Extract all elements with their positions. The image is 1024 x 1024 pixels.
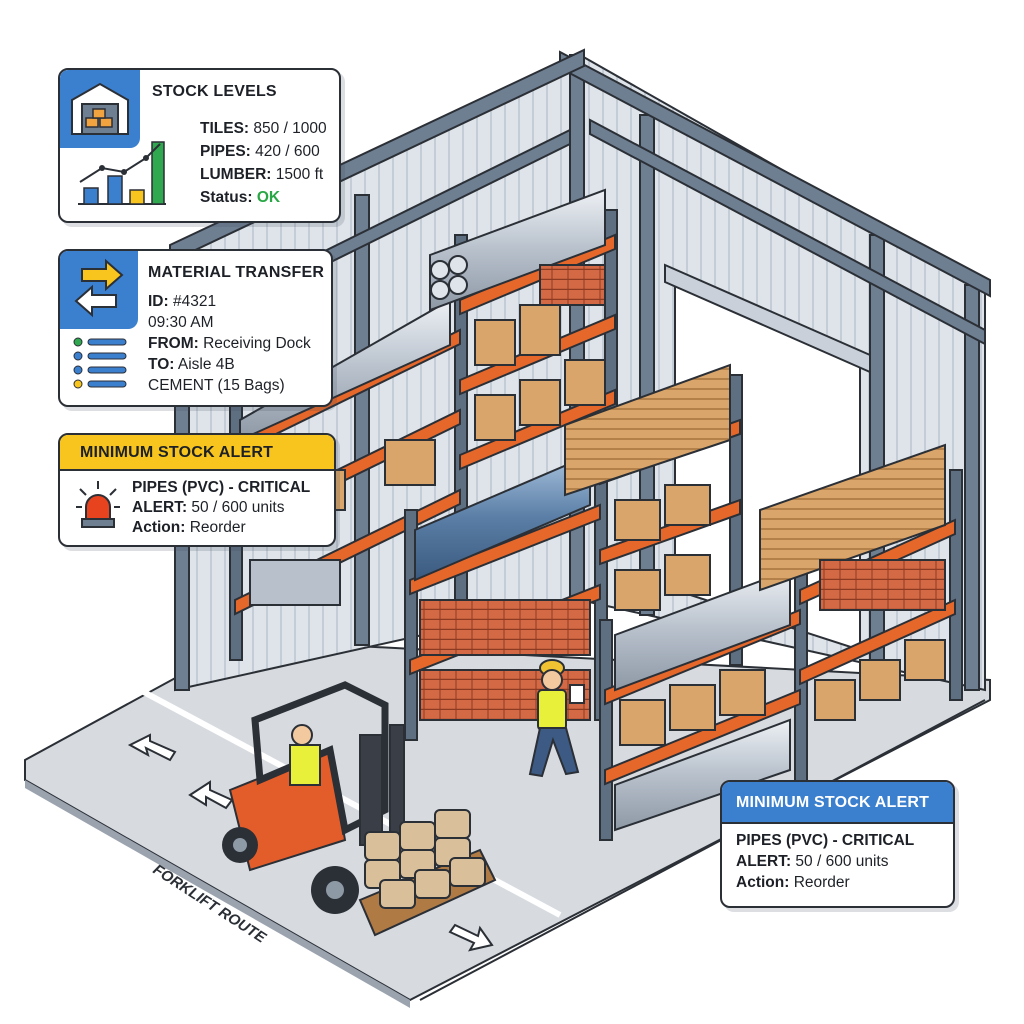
lumber-row: LUMBER: 1500 ft — [200, 166, 323, 184]
transfer-to-value: Aisle 4B — [177, 356, 235, 373]
lumber-value: 1500 ft — [275, 166, 324, 183]
tiles-value: 850 / 1000 — [253, 120, 327, 137]
stock-levels-title: STOCK LEVELS — [152, 83, 277, 100]
transfer-item: CEMENT (15 Bags) — [148, 377, 285, 394]
alert-left-action-value: Reorder — [189, 519, 246, 536]
bar-chart-icon — [78, 141, 166, 205]
warehouse-worker — [528, 659, 585, 778]
tiles-label: TILES: — [200, 120, 250, 137]
front-right-rack — [599, 443, 963, 841]
alert-right-item-text: PIPES (PVC) - CRITICAL — [736, 832, 915, 849]
stock-levels-card: STOCK LEVELS TILES: 850 / 1000 PIPES: 42… — [58, 68, 341, 223]
alert-left-action-label: Action: — [132, 519, 186, 536]
alert-right-level-label: ALERT: — [736, 853, 792, 870]
alert-right-action-row: Action: Reorder — [736, 874, 850, 892]
transfer-from-label: FROM: — [148, 335, 199, 352]
alert-left-item-text: PIPES (PVC) - CRITICAL — [132, 479, 311, 496]
middle-rack — [404, 363, 743, 741]
transfer-from-value: Receiving Dock — [203, 335, 311, 352]
alert-left-level-value: 50 / 600 units — [191, 499, 285, 516]
warehouse-icon — [71, 82, 129, 135]
alert-right-action-value: Reorder — [793, 874, 850, 891]
transfer-from-row: FROM: Receiving Dock — [148, 335, 311, 353]
warehouse-floor — [24, 638, 991, 1008]
pipes-value: 420 / 600 — [255, 143, 320, 160]
alert-left-item: PIPES (PVC) - CRITICAL — [132, 479, 310, 497]
alert-right-level-value: 50 / 600 units — [795, 853, 889, 870]
status-label: Status: — [200, 189, 253, 206]
alert-banner — [722, 782, 953, 824]
material-transfer-title: MATERIAL TRANSFER — [148, 264, 325, 281]
min-stock-alert-card-left: MINIMUM STOCK ALERT PIPES (PVC) - CRITIC… — [58, 433, 336, 547]
transfer-time: 09:30 AM — [148, 314, 214, 331]
alert-banner — [60, 435, 334, 471]
transfer-arrows-icon — [74, 258, 124, 318]
transfer-to-row: TO: Aisle 4B — [148, 356, 235, 374]
alert-left-level-row: ALERT: 50 / 600 units — [132, 499, 285, 517]
route-arrow-icon — [127, 733, 494, 952]
alert-left-action-row: Action: Reorder — [132, 519, 246, 537]
status-row: Status: OK — [200, 189, 280, 207]
alert-left-title: MINIMUM STOCK ALERT — [80, 444, 274, 461]
transfer-id-label: ID: — [148, 293, 169, 310]
list-icon — [73, 337, 127, 389]
status-badge: OK — [256, 189, 281, 206]
transfer-to-label: TO: — [148, 356, 175, 373]
pipes-label: PIPES: — [200, 143, 251, 160]
back-left-rack — [229, 188, 618, 661]
min-stock-alert-card-right: MINIMUM STOCK ALERT PIPES (PVC) - CRITIC… — [720, 780, 955, 908]
transfer-icon-panel — [60, 251, 138, 329]
stock-icon-panel — [60, 70, 140, 148]
siren-icon — [76, 481, 120, 528]
alert-left-level-label: ALERT: — [132, 499, 188, 516]
alert-right-action-label: Action: — [736, 874, 790, 891]
tiles-row: TILES: 850 / 1000 — [200, 120, 327, 138]
transfer-id-row: ID: #4321 — [148, 293, 216, 311]
transfer-id-value: #4321 — [172, 293, 217, 310]
alert-right-title: MINIMUM STOCK ALERT — [736, 794, 930, 811]
pipes-row: PIPES: 420 / 600 — [200, 143, 320, 161]
forklift — [222, 681, 497, 937]
alert-right-level-row: ALERT: 50 / 600 units — [736, 853, 889, 871]
material-transfer-card: MATERIAL TRANSFER ID: #4321 09:30 AM FRO… — [58, 249, 333, 407]
alert-right-item: PIPES (PVC) - CRITICAL — [736, 832, 914, 850]
lumber-label: LUMBER: — [200, 166, 272, 183]
